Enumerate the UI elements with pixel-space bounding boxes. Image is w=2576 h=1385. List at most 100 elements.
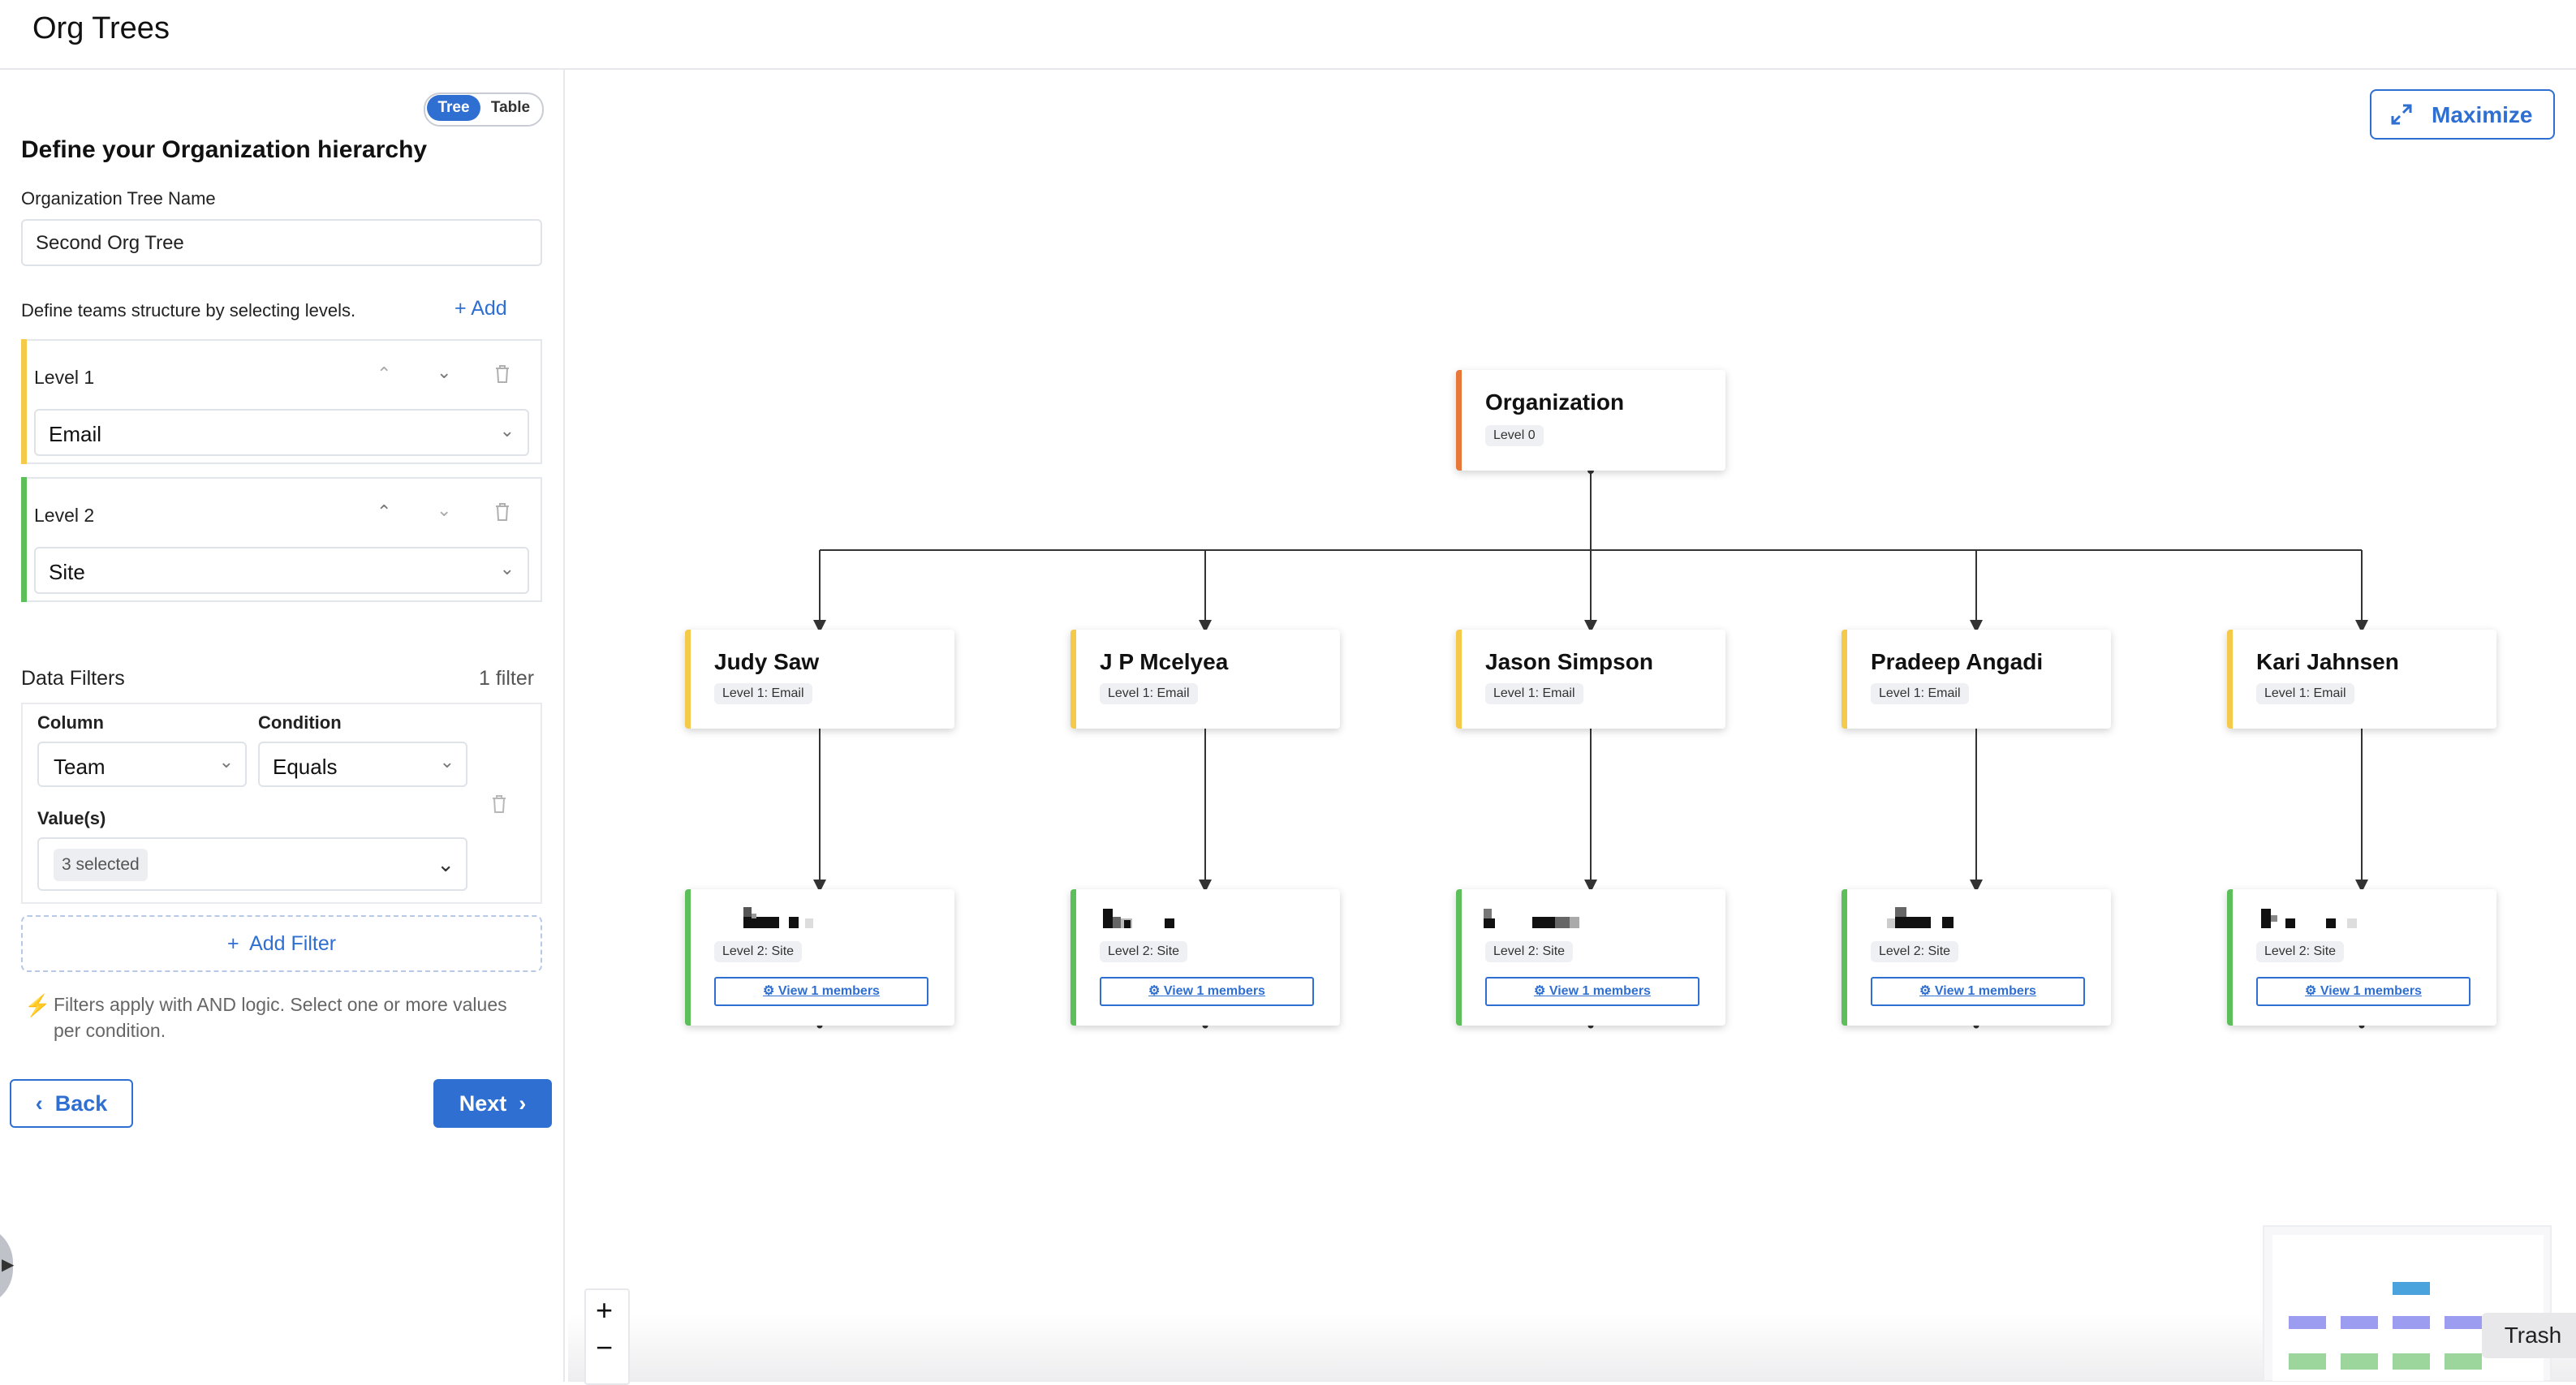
- values-select[interactable]: 3 selected ⌄: [37, 837, 467, 891]
- level1-node[interactable]: Kari Jahnsen Level 1: Email: [2227, 630, 2496, 729]
- level1-badge: Level 1: Email: [1485, 683, 1583, 704]
- view-members-label: View 1 members: [778, 984, 880, 998]
- collapse-arrow-icon: ▶: [2, 1256, 15, 1274]
- level2-accent: [685, 889, 691, 1026]
- minimap-preview: [2272, 1235, 2544, 1381]
- chevron-left-icon: ‹: [35, 1091, 43, 1116]
- trash-icon[interactable]: [490, 794, 508, 819]
- chevron-down-icon: ⌄: [218, 751, 234, 772]
- level1-name: Pradeep Angadi: [1871, 649, 2044, 674]
- top-bar: [0, 0, 2576, 70]
- redacted-name: [734, 907, 815, 931]
- toggle-tree[interactable]: Tree: [427, 95, 480, 121]
- trash-icon[interactable]: [493, 363, 511, 389]
- level-1-select[interactable]: Email ⌄: [34, 409, 529, 456]
- users-icon: ⚙: [1919, 984, 1932, 998]
- level-1-label: Level 1: [34, 367, 95, 388]
- users-icon: ⚙: [1534, 984, 1546, 998]
- redacted-name: [1103, 907, 1192, 931]
- zoom-out-button[interactable]: −: [596, 1331, 614, 1364]
- chevron-right-icon: ›: [519, 1091, 527, 1116]
- users-icon: ⚙: [763, 984, 775, 998]
- level-card-1: Level 1 ⌃ ⌄ Email ⌄: [21, 339, 542, 464]
- level2-badge: Level 2: Site: [1485, 941, 1574, 962]
- level1-name: Judy Saw: [714, 649, 820, 674]
- back-label: Back: [54, 1091, 108, 1116]
- toggle-table[interactable]: Table: [490, 99, 531, 116]
- minimap[interactable]: [2263, 1225, 2552, 1382]
- view-members-button[interactable]: ⚙ View 1 members: [1485, 977, 1699, 1006]
- view-members-label: View 1 members: [2320, 984, 2422, 998]
- move-down-icon[interactable]: ⌄: [437, 362, 452, 382]
- level2-node[interactable]: Level 2: Site ⚙ View 1 members: [1842, 889, 2111, 1026]
- level-1-select-value: Email: [49, 422, 102, 446]
- level1-badge: Level 1: Email: [714, 683, 812, 704]
- back-button[interactable]: ‹ Back: [10, 1079, 133, 1128]
- level2-node[interactable]: Level 2: Site ⚙ View 1 members: [2227, 889, 2496, 1026]
- level-2-select-value: Site: [49, 560, 85, 584]
- filter-row: Column Condition Team ⌄ Equals ⌄ Value(s…: [21, 703, 542, 904]
- lightning-icon: ⚡: [24, 993, 51, 1017]
- hierarchy-heading: Define your Organization hierarchy: [21, 136, 428, 163]
- view-members-button[interactable]: ⚙ View 1 members: [1871, 977, 2085, 1006]
- level-2-select[interactable]: Site ⌄: [34, 547, 529, 594]
- move-up-icon[interactable]: ⌃: [377, 501, 392, 522]
- level1-name: J P Mcelyea: [1100, 649, 1229, 674]
- level1-node[interactable]: Jason Simpson Level 1: Email: [1456, 630, 1725, 729]
- trash-tooltip: Trash: [2482, 1313, 2576, 1358]
- users-icon: ⚙: [1148, 984, 1161, 998]
- add-level-button[interactable]: + Add: [454, 297, 507, 320]
- level1-node[interactable]: Pradeep Angadi Level 1: Email: [1842, 630, 2111, 729]
- level-2-label: Level 2: [34, 505, 95, 526]
- redacted-name: [1884, 907, 1973, 931]
- add-filter-button[interactable]: + Add Filter: [21, 915, 542, 972]
- level1-name: Jason Simpson: [1485, 649, 1653, 674]
- level2-node[interactable]: Level 2: Site ⚙ View 1 members: [685, 889, 954, 1026]
- values-label: Value(s): [37, 808, 106, 828]
- add-level-label: Add: [471, 297, 507, 320]
- maximize-button[interactable]: Maximize: [2370, 89, 2555, 140]
- level2-accent: [1456, 889, 1462, 1026]
- level2-accent: [1842, 889, 1847, 1026]
- move-down-icon[interactable]: ⌄: [437, 500, 452, 520]
- level1-accent: [2227, 630, 2233, 729]
- view-members-button[interactable]: ⚙ View 1 members: [1100, 977, 1314, 1006]
- level1-name: Kari Jahnsen: [2256, 649, 2399, 674]
- plus-icon: +: [226, 932, 239, 955]
- condition-select[interactable]: Equals ⌄: [258, 742, 467, 787]
- level1-badge: Level 1: Email: [2256, 683, 2354, 704]
- view-members-button[interactable]: ⚙ View 1 members: [2256, 977, 2470, 1006]
- column-select-value: Team: [54, 755, 106, 779]
- chevron-down-icon: ⌄: [437, 852, 454, 876]
- level2-node[interactable]: Level 2: Site ⚙ View 1 members: [1070, 889, 1340, 1026]
- add-filter-label: Add Filter: [249, 932, 337, 955]
- level1-accent: [1456, 630, 1462, 729]
- level2-accent: [1070, 889, 1076, 1026]
- tree-name-input[interactable]: Second Org Tree: [21, 219, 542, 266]
- zoom-controls: + −: [584, 1288, 630, 1385]
- org-root-node[interactable]: Organization Level 0: [1456, 370, 1725, 471]
- view-members-label: View 1 members: [1163, 984, 1265, 998]
- trash-icon[interactable]: [493, 501, 511, 527]
- level2-badge: Level 2: Site: [1871, 941, 1959, 962]
- zoom-in-button[interactable]: +: [596, 1293, 614, 1327]
- users-icon: ⚙: [2305, 984, 2317, 998]
- column-label: Column: [37, 712, 104, 733]
- level1-accent: [1070, 630, 1076, 729]
- level2-badge: Level 2: Site: [1100, 941, 1188, 962]
- level1-node[interactable]: J P Mcelyea Level 1: Email: [1070, 630, 1340, 729]
- root-accent: [1456, 370, 1462, 471]
- column-select[interactable]: Team ⌄: [37, 742, 247, 787]
- move-up-icon[interactable]: ⌃: [377, 363, 392, 384]
- maximize-label: Maximize: [2432, 102, 2533, 127]
- level1-badge: Level 1: Email: [1100, 683, 1198, 704]
- level2-node[interactable]: Level 2: Site ⚙ View 1 members: [1456, 889, 1725, 1026]
- next-button[interactable]: Next ›: [433, 1079, 552, 1128]
- level2-badge: Level 2: Site: [714, 941, 803, 962]
- filters-hint: Filters apply with AND logic. Select one…: [54, 994, 507, 1041]
- root-name: Organization: [1485, 389, 1625, 415]
- level1-node[interactable]: Judy Saw Level 1: Email: [685, 630, 954, 729]
- chevron-down-icon: ⌄: [499, 420, 515, 441]
- redacted-name: [1484, 907, 1589, 931]
- view-members-button[interactable]: ⚙ View 1 members: [714, 977, 928, 1006]
